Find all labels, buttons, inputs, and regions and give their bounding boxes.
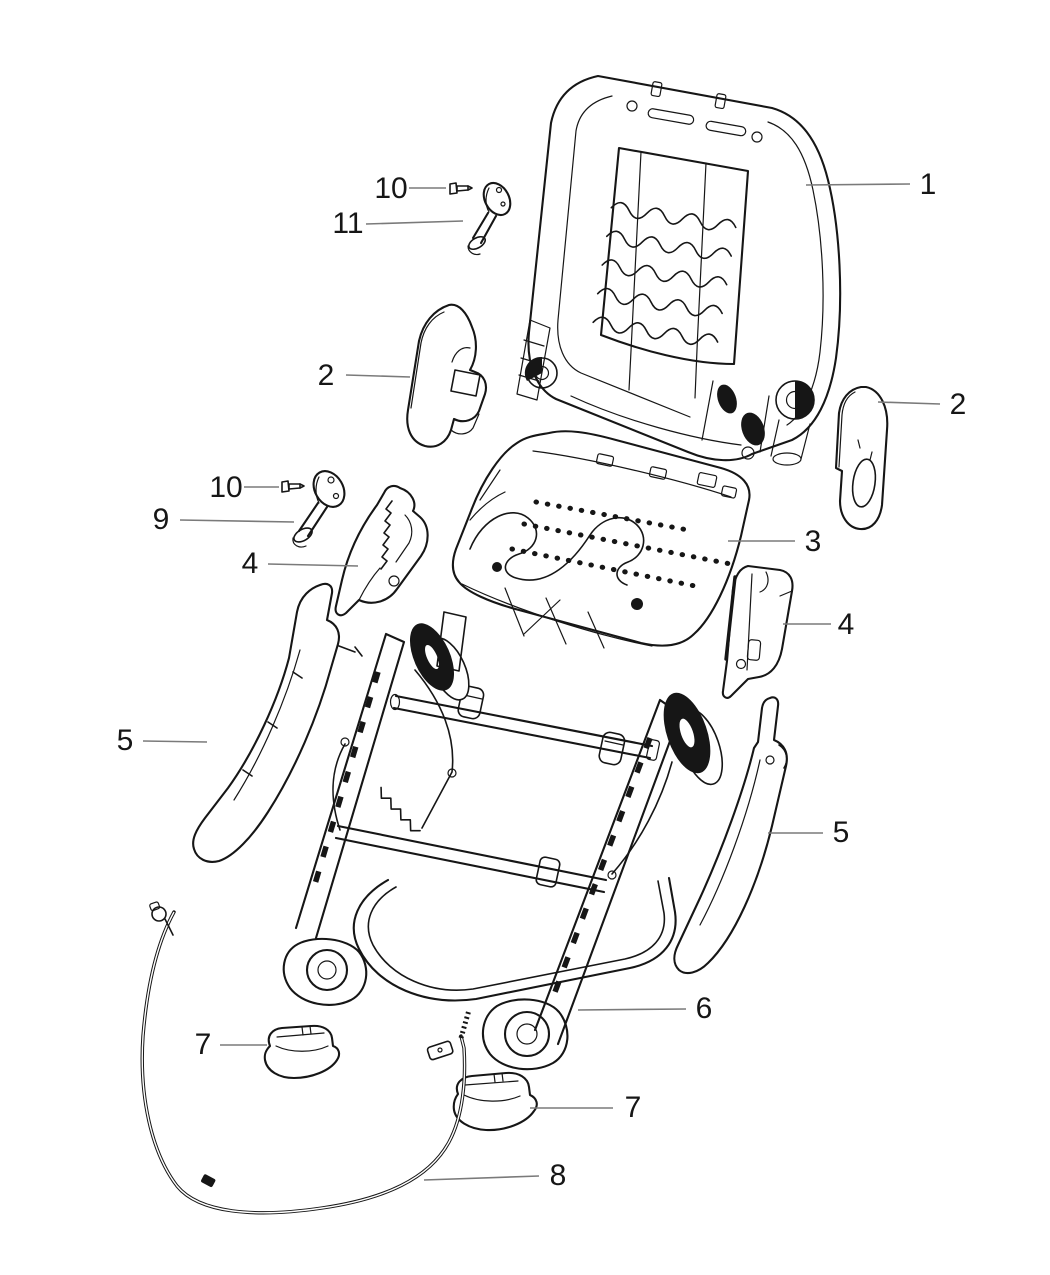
screw-lower: [281, 480, 305, 493]
leader-line-2: [345, 374, 411, 378]
callout-label-2b: 2: [949, 388, 967, 421]
recliner-handle: [292, 470, 346, 548]
leader-line-4: [267, 563, 359, 567]
callout-label-4b: 4: [837, 608, 855, 641]
recliner-mechanism: [701, 380, 770, 460]
seat-cushion-pan: [451, 430, 751, 649]
leader-line-11: [365, 220, 464, 225]
callout-label-10b: 10: [209, 471, 243, 504]
callout-label-11: 11: [332, 207, 364, 240]
leader-lines: [142, 183, 941, 1181]
recliner-cover-left: [334, 484, 429, 617]
leader-line-9: [179, 519, 295, 523]
seat-back-frame: [516, 74, 842, 466]
callout-label-7a: 7: [194, 1028, 212, 1061]
callout-label-10a: 10: [374, 172, 408, 205]
callout-label-5a: 5: [116, 724, 134, 757]
callout-label-2a: 2: [317, 359, 335, 392]
seat-track-adjuster: [282, 611, 724, 1071]
leader-line-5: [142, 740, 208, 743]
callout-label-9: 9: [152, 503, 170, 536]
recliner-cover-right: [721, 564, 794, 699]
callout-label-8: 8: [549, 1159, 567, 1192]
side-shield-right: [834, 385, 889, 531]
callout-label-4a: 4: [241, 547, 259, 580]
seat-back-springs: [592, 201, 737, 345]
screw-upper: [449, 182, 473, 195]
callout-label-5b: 5: [832, 816, 850, 849]
track-cover-left: [192, 582, 363, 863]
adjuster-handle: [467, 181, 512, 256]
callout-label-6: 6: [695, 992, 713, 1025]
callout-label-7b: 7: [624, 1091, 642, 1124]
leader-line-6: [577, 1008, 687, 1011]
leader-line-2: [877, 401, 941, 405]
leader-line-1: [805, 183, 911, 186]
track-cover-right: [673, 696, 788, 975]
release-cable: [140, 901, 472, 1215]
track-end-cap-left: [263, 1024, 341, 1080]
leader-line-8: [423, 1175, 540, 1181]
track-end-cap-right: [452, 1071, 538, 1132]
callout-label-3: 3: [804, 525, 822, 558]
callout-label-1: 1: [919, 168, 937, 201]
side-shield-left: [406, 303, 488, 448]
